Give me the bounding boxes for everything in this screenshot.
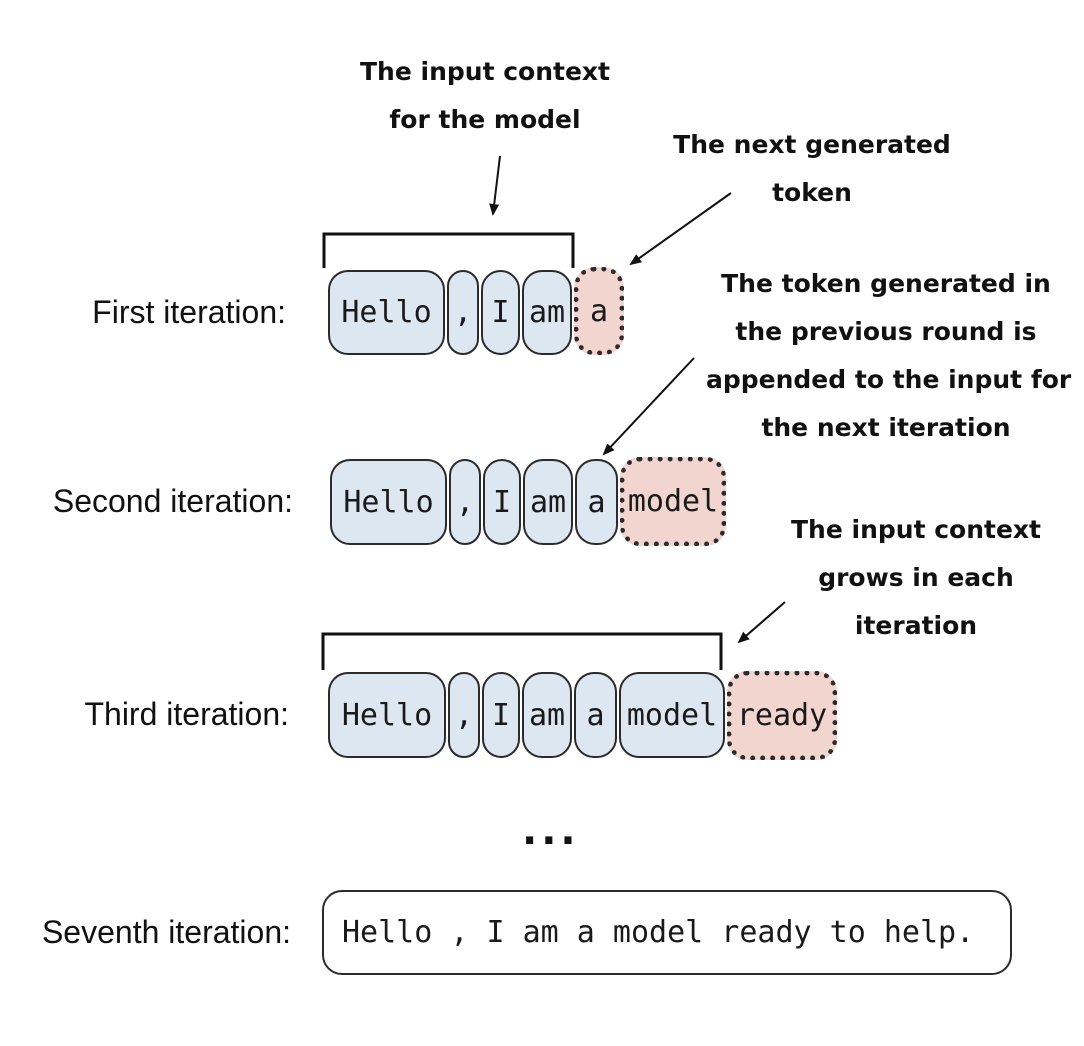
token: a [575, 459, 618, 545]
row-label-first: First iteration: [92, 294, 286, 330]
context-bracket-third [321, 632, 723, 670]
token: Hello [328, 270, 445, 355]
row-label-third: Third iteration: [84, 696, 289, 732]
annotation-line: the next iteration [761, 413, 1011, 442]
generated-token: ready [727, 671, 837, 760]
token: , [447, 270, 479, 355]
annotation-line: The token generated in [721, 269, 1051, 298]
token: I [481, 270, 520, 355]
annotation-appended-token: The token generated in the previous roun… [706, 260, 1072, 452]
token: , [448, 672, 480, 758]
annotation-line: The next generated [673, 130, 951, 159]
annotation-context-grows: The input context grows in each iteratio… [766, 506, 1066, 650]
annotation-line: token [772, 178, 852, 207]
annotation-line: The input context [360, 57, 610, 86]
context-bracket-first [322, 232, 575, 268]
token: am [522, 672, 572, 758]
arrow-next-token [629, 192, 732, 266]
final-output-box: Hello , I am a model ready to help. [322, 890, 1012, 975]
annotation-line: iteration [854, 611, 978, 640]
token: model [619, 672, 725, 758]
ellipsis: ... [522, 808, 580, 854]
token: I [482, 672, 520, 758]
annotation-line: the previous round is [735, 317, 1037, 346]
token: , [449, 459, 481, 545]
arrow-context-grows [737, 601, 786, 644]
token: am [522, 270, 572, 355]
row-label-second: Second iteration: [52, 483, 293, 519]
annotation-line: for the model [389, 105, 581, 134]
token: Hello [328, 672, 446, 758]
annotation-line: The input context [791, 515, 1041, 544]
arrow-appended-token [602, 357, 695, 456]
token: I [483, 459, 521, 545]
row-label-seventh: Seventh iteration: [41, 914, 291, 950]
token: am [523, 459, 573, 545]
annotation-input-context: The input context for the model [335, 48, 635, 144]
arrow-input-context [489, 155, 501, 216]
annotation-line: grows in each [818, 563, 1014, 592]
annotation-line: appended to the input for [706, 365, 1072, 394]
generated-token: model [620, 457, 726, 546]
token: Hello [330, 459, 447, 545]
generated-token: a [574, 267, 624, 355]
token: a [574, 672, 617, 758]
annotation-next-token: The next generated token [662, 121, 962, 217]
